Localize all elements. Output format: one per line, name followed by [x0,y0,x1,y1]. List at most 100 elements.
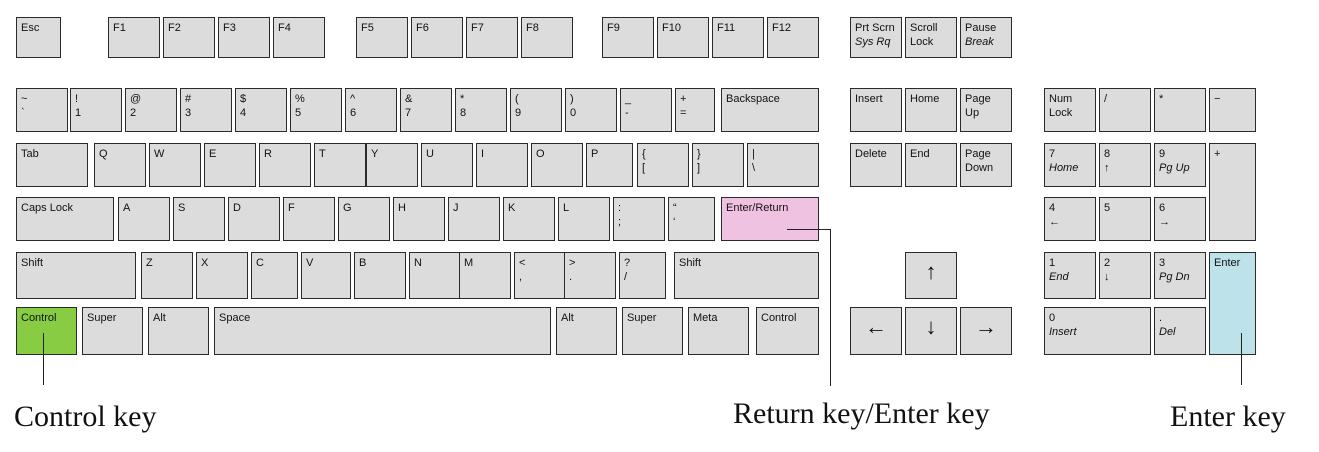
key-i: I [476,143,528,187]
key-npenter: Enter [1209,252,1256,355]
key-esc: Esc [16,17,61,58]
key-legend-primary: { [642,148,646,160]
key-legend-primary: Page [965,93,991,105]
key-legend-primary: : [618,202,622,214]
key-legend-primary: Super [87,312,117,324]
key-arrowright: → [960,307,1012,355]
key-legend-secondary: 1 [75,107,82,119]
key-enterreturn: Enter/Return [721,197,819,241]
key-legend-secondary: Insert [1049,326,1077,338]
key-t: T [314,143,366,187]
key-lbrace: {[ [637,143,689,187]
key-legend-primary: Shift [679,257,702,269]
key-legend-primary: U [426,148,434,160]
key-legend-primary: Insert [855,93,883,105]
key-legend-secondary: Home [1049,162,1079,174]
key-legend-secondary: 2 [130,107,137,119]
key-legend-primary: Scroll [910,22,938,34]
key-np4: 4← [1044,197,1096,241]
key-legend-primary: V [306,257,314,269]
key-legend-secondary: - [625,107,629,119]
key-legend-primary: Alt [153,312,166,324]
leader-line-return-vertical [830,229,831,386]
key-legend-primary: Page [965,148,991,160]
key-f3: F3 [218,17,270,58]
key-legend-secondary: / [624,271,628,283]
key-legend-secondary: Del [1159,326,1176,338]
key-legend-primary: Backspace [726,93,780,105]
key-rbrace: }] [692,143,744,187]
key-legend-secondary: , [519,271,523,283]
key-legend-primary: F2 [168,22,181,34]
key-legend-primary: F4 [278,22,291,34]
key-legend-primary: + [1214,148,1221,160]
key-legend-primary: < [519,257,526,269]
key-delete: Delete [850,143,902,187]
key-legend-primary: G [343,202,352,214]
key-f10: F10 [657,17,709,58]
key-legend-primary: . [1159,312,1163,324]
key-z: Z [141,252,193,299]
key-legend-secondary: ‘ [673,216,676,228]
key-legend-primary: | [752,148,755,160]
key-legend-secondary: 7 [405,107,412,119]
key-legend-primary: ? [624,257,631,269]
key-period: >. [564,252,616,299]
key-legend-primary: & [405,93,413,105]
key-ralt: Alt [556,307,617,355]
key-backspace: Backspace [721,88,819,132]
key-legend-secondary: 4 [240,107,247,119]
key-legend-secondary: 5 [295,107,302,119]
key-arrowup: ↑ [905,252,957,299]
leader-line-control [43,333,44,385]
key-capslock: Caps Lock [16,197,114,241]
key-legend-primary: } [697,148,701,160]
key-legend-primary: 6 [1159,202,1166,214]
key-k5: %5 [290,88,342,132]
key-legend-primary: $ [240,93,247,105]
key-legend-secondary: Break [965,36,994,48]
key-lshift: Shift [16,252,136,299]
key-slash: ?/ [619,252,666,299]
key-legend-primary: T [319,148,326,160]
arrow-icon: ↑ [925,259,937,284]
key-f6: F6 [411,17,463,58]
key-x: X [196,252,248,299]
key-legend-secondary: ← [1049,216,1060,228]
key-legend-secondary: Sys Rq [855,36,891,48]
key-legend-primary: ) [570,93,574,105]
key-legend-primary: F3 [223,22,236,34]
key-pipe: |\ [747,143,819,187]
key-semicolon: :; [613,197,665,241]
key-np5: 5 [1099,197,1151,241]
key-legend-secondary: 9 [515,107,522,119]
key-r: R [259,143,311,187]
key-legend-primary: F11 [717,22,736,34]
key-legend-primary: E [209,148,217,160]
key-legend-primary: F12 [772,22,791,34]
key-y: Y [366,143,418,187]
key-legend-primary: + [680,93,687,105]
key-f8: F8 [521,17,573,58]
key-h: H [393,197,445,241]
key-rshift: Shift [674,252,819,299]
key-np8: 8↑ [1099,143,1151,187]
key-k7: &7 [400,88,452,132]
key-legend-primary: 5 [1104,202,1111,214]
key-legend-primary: ( [515,93,519,105]
key-legend-primary: Q [99,148,108,160]
key-end: End [905,143,957,187]
key-legend-primary: O [536,148,545,160]
key-insert: Insert [850,88,902,132]
key-f9: F9 [602,17,654,58]
key-c: C [251,252,298,299]
key-legend-primary: Z [146,257,153,269]
key-legend-primary: > [569,257,576,269]
key-b: B [354,252,406,299]
